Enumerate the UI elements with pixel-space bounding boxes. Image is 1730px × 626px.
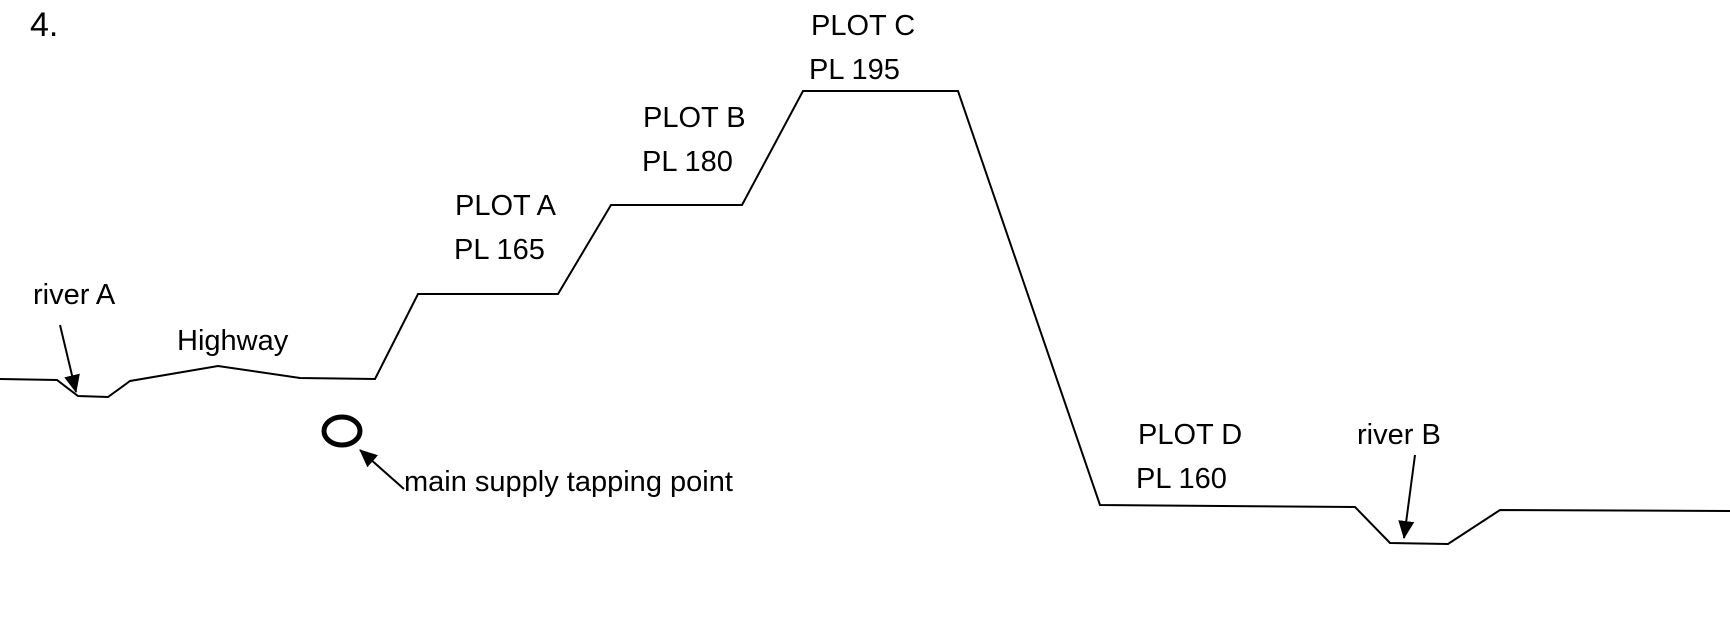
tapping-point-caption: main supply tapping point xyxy=(404,466,733,498)
river-a-pointer-line xyxy=(59,324,80,393)
river-b-pointer-line xyxy=(1398,454,1416,539)
plot-d-title: PLOT D xyxy=(1138,419,1243,451)
plot-b-title: PLOT B xyxy=(643,102,746,134)
plot-c-level: PL 195 xyxy=(809,54,900,86)
question-number: 4. xyxy=(30,6,59,44)
river-b-label: river B xyxy=(1357,419,1441,451)
river-a-label: river A xyxy=(33,279,116,311)
tapping-point-ellipse-marker-icon xyxy=(321,414,363,448)
tapping-point-pointer-line xyxy=(359,449,405,490)
ground-profile-line xyxy=(0,90,1730,546)
plot-d-level: PL 160 xyxy=(1136,463,1227,495)
plot-c-title: PLOT C xyxy=(811,10,916,42)
plot-a-level: PL 165 xyxy=(454,234,545,266)
plot-b-level: PL 180 xyxy=(642,146,733,178)
highway-label: Highway xyxy=(177,325,289,357)
plot-a-title: PLOT A xyxy=(455,190,557,222)
